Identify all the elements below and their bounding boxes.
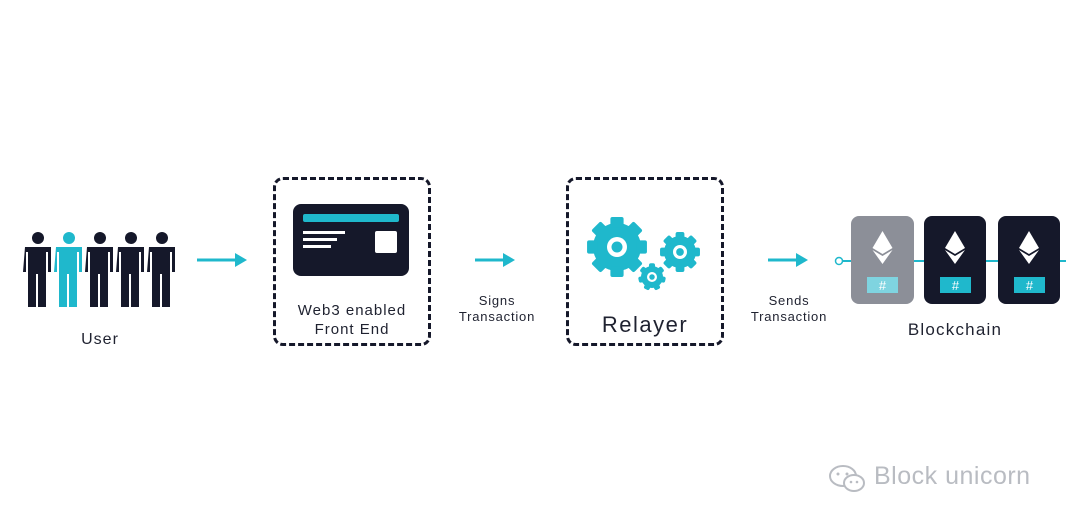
user-label: User [81, 331, 119, 348]
block-confirmed [924, 216, 986, 304]
gears-icon [587, 217, 700, 291]
signs-transaction-label: Signs Transaction [447, 293, 547, 325]
person-icon [147, 232, 175, 307]
arrow-right-icon [768, 253, 808, 267]
person-icon [116, 232, 144, 307]
sends-label-line2: Transaction [750, 309, 828, 324]
relayer-box [566, 177, 724, 346]
watermark-text: Block unicorn [874, 462, 1031, 490]
block-pending [851, 216, 914, 304]
gear-icon [660, 232, 700, 272]
person-icon [23, 232, 51, 307]
sends-label-line1: Sends [768, 293, 810, 308]
front-end-label-line1: Web3 enabled [297, 302, 407, 319]
browser-window-icon [293, 204, 409, 276]
signs-label-line1: Signs [478, 293, 516, 308]
front-end-label-line2: Front End [314, 321, 390, 338]
person-icon [85, 232, 113, 307]
person-highlighted-icon [54, 232, 82, 307]
arrow-right-icon [475, 253, 515, 267]
signs-label-line2: Transaction [458, 309, 536, 324]
sends-transaction-label: Sends Transaction [739, 293, 839, 325]
relayer-label: Relayer [601, 312, 689, 337]
arrow-right-icon [197, 253, 247, 267]
block-confirmed [998, 216, 1060, 304]
block-hash-label: # [952, 278, 960, 293]
wechat-logo-icon [829, 465, 865, 492]
blockchain-label: Blockchain [907, 320, 1003, 339]
block-hash-label: # [1026, 278, 1034, 293]
block-hash-label: # [879, 278, 887, 293]
blockchain-icon: # # # [834, 216, 1066, 304]
users-group-icon [23, 232, 175, 307]
front-end-label: Web3 enabled Front End [273, 301, 431, 339]
front-end-box [273, 177, 431, 346]
gear-icon [638, 263, 666, 291]
gear-icon [587, 217, 647, 277]
